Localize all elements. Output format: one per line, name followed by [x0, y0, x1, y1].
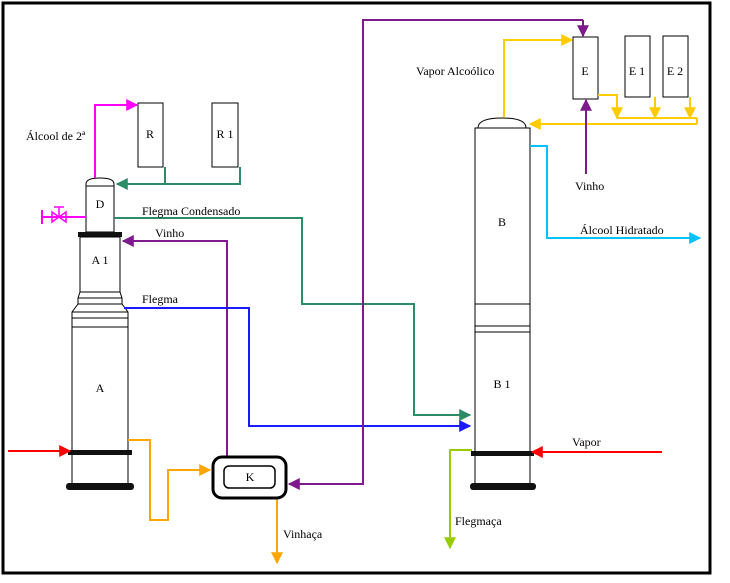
condensate-e-line	[598, 94, 623, 120]
column-b1-label: B 1	[493, 377, 510, 391]
column-b: B	[474, 117, 531, 327]
column-a1-label: A 1	[91, 253, 108, 267]
condenser-r1: R 1	[211, 102, 239, 168]
label-flegma: Flegma	[142, 292, 179, 306]
label-flegmaca: Flegmaça	[455, 514, 502, 528]
label-flegma-condensado: Flegma Condensado	[142, 204, 240, 218]
condenser-e-label: E	[581, 64, 588, 78]
condenser-e1-label: E 1	[629, 64, 645, 78]
condenser-r-label: R	[146, 127, 154, 141]
alcool-hidratado-line	[530, 145, 702, 244]
condenser-e: E	[572, 36, 599, 100]
label-vapor-alcoolico: Vapor Alcoólico	[416, 64, 494, 78]
alcool-2a-line	[94, 99, 139, 178]
column-band	[78, 232, 122, 237]
vinho-main-line	[294, 19, 583, 485]
valve-icon	[41, 206, 86, 224]
flegma-condensado-line	[114, 217, 472, 421]
condenser-r: R	[137, 102, 164, 168]
flegma-line	[124, 307, 472, 432]
label-vapor: Vapor	[572, 435, 601, 449]
condenser-return-line	[164, 167, 241, 185]
vinho-left-line	[121, 235, 228, 462]
column-base	[66, 483, 134, 490]
diagram-frame	[1, 1, 712, 575]
condenser-r1-label: R 1	[216, 127, 233, 141]
column-b1: B 1	[474, 325, 531, 489]
column-a-label: A	[96, 381, 105, 395]
label-vinhaca: Vinhaça	[283, 527, 323, 541]
label-vinho-left: Vinho	[155, 226, 184, 240]
vinhaca-line	[128, 439, 212, 521]
heat-exchanger-k-label: K	[246, 470, 255, 484]
label-alcool-2a: Álcool de 2ª	[26, 129, 86, 143]
column-d-label: D	[96, 197, 105, 211]
column-base	[470, 483, 536, 490]
heat-exchanger-k: K	[211, 455, 288, 500]
column-band	[471, 451, 534, 456]
label-vinho-right: Vinho	[575, 179, 604, 193]
vapor-alcoolico-line	[503, 34, 574, 117]
condenser-e1: E 1	[624, 35, 651, 98]
column-b-label: B	[498, 215, 506, 229]
condenser-e2-label: E 2	[667, 64, 683, 78]
column-a1: A 1	[77, 236, 123, 305]
column-d: D	[85, 177, 115, 233]
column-band	[68, 450, 132, 455]
condenser-e2: E 2	[662, 35, 689, 98]
column-a: A	[71, 303, 129, 489]
flegmaca-line	[444, 449, 472, 550]
label-alcool-hidratado: Álcool Hidratado	[580, 223, 664, 237]
